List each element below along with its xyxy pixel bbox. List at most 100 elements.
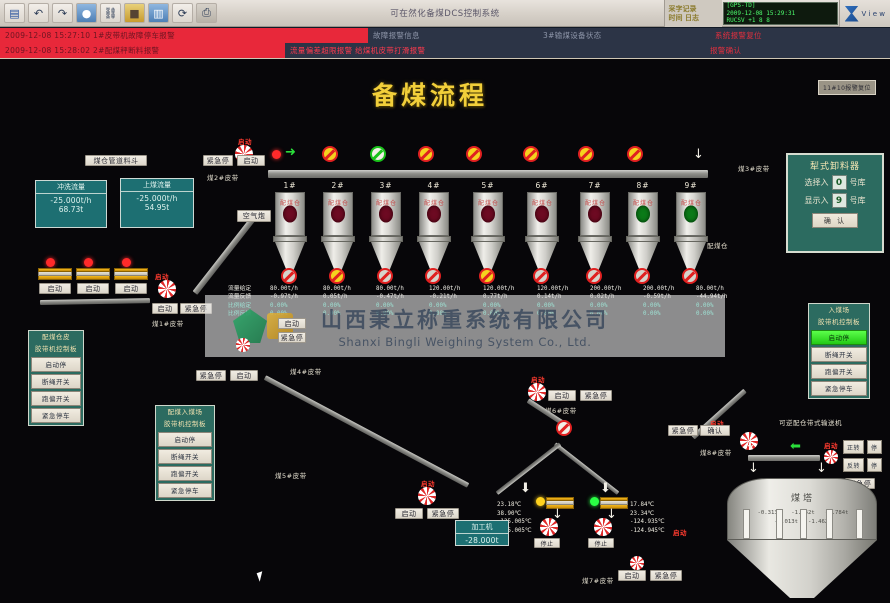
belt4-start-button[interactable]: 启动	[230, 370, 258, 381]
fan-icon-belt7[interactable]	[630, 556, 644, 570]
save-icon[interactable]: ▤	[4, 3, 25, 23]
plough-valve-3[interactable]	[418, 146, 434, 162]
mid-start-button[interactable]: 启动	[278, 318, 306, 329]
fan-icon-reversible[interactable]	[824, 450, 838, 464]
blend-bin-belt-start-button[interactable]: 启动停	[31, 356, 81, 372]
plough-valve-6[interactable]	[578, 146, 594, 162]
silo-7-level-indicator	[588, 205, 602, 223]
unloader-display-input[interactable]: 9	[831, 193, 847, 208]
left-start-button[interactable]: 启动	[152, 303, 178, 314]
alarm-ack-link[interactable]: 报警确认	[705, 43, 890, 58]
transfer-start-button[interactable]: 启动	[548, 390, 576, 401]
alarm-message-3[interactable]: 流量偏差超限报警 给煤机皮带打滑报警	[285, 43, 705, 58]
silo-1-gate-valve[interactable]	[281, 268, 297, 284]
unloader-confirm-button[interactable]: 确 认	[812, 213, 858, 228]
coal-yard-belt-start-button[interactable]: 启动停	[811, 329, 867, 345]
silo-4-collar	[417, 236, 451, 242]
unit-right-header	[600, 497, 628, 509]
silo-8-number: 8#	[636, 181, 650, 190]
splitter-valve[interactable]	[556, 420, 572, 436]
fan-icon-mid[interactable]	[236, 338, 250, 352]
silo-9[interactable]: 9# 配煤仓	[673, 181, 709, 270]
silo-3-gate-valve[interactable]	[377, 268, 393, 284]
feeder-1-start-button[interactable]: 启动	[39, 283, 71, 294]
fan-icon-transfer[interactable]	[528, 383, 546, 401]
silo-7[interactable]: 7# 配煤仓	[577, 181, 613, 270]
blend-yard-belt-rope-switch[interactable]: 断绳开关	[158, 448, 212, 464]
silo-1[interactable]: 1# 配煤仓	[272, 181, 308, 270]
silo-6-gate-valve[interactable]	[533, 268, 549, 284]
fan-icon-crusher[interactable]	[418, 487, 436, 505]
belt8-confirm-button[interactable]: 确认	[700, 425, 730, 436]
silo-5-gate-valve[interactable]	[479, 268, 495, 284]
coal-yard-belt-estop[interactable]: 紧急停车	[811, 380, 867, 396]
fan-icon-left[interactable]	[158, 280, 176, 298]
mid-stop-button[interactable]: 紧急停	[278, 332, 306, 343]
fan-icon-belt8[interactable]	[740, 432, 758, 450]
undo-icon[interactable]: ↶	[28, 3, 49, 23]
reversible-alarm-label: 启动	[824, 442, 838, 450]
belt8-estop-button[interactable]: 紧急停	[668, 425, 698, 436]
feeder-3-bot	[114, 276, 148, 280]
silo-2-gate-valve[interactable]	[329, 268, 345, 284]
reversible-forward-button[interactable]: 正转	[843, 440, 865, 454]
crusher-start-button[interactable]: 启动	[395, 508, 423, 519]
plough-valve-1[interactable]	[322, 146, 338, 162]
alarm-header-status[interactable]: 3#输煤设备状态	[538, 28, 710, 43]
silo-4[interactable]: 4# 配煤仓	[416, 181, 452, 270]
fan-icon-unit-right[interactable]	[594, 518, 612, 536]
unloader-select-input[interactable]: 0	[831, 175, 847, 190]
reversible-stop-button-1[interactable]: 停	[867, 440, 882, 454]
blend-bin-belt-drift-switch[interactable]: 跑偏开关	[31, 390, 81, 406]
silo-6[interactable]: 6# 配煤仓	[524, 181, 560, 270]
silo-8-gate-valve[interactable]	[634, 268, 650, 284]
alarm-message-1[interactable]: 2009-12-08 15:27:10 1#皮带机故障停车报警	[0, 28, 368, 43]
reversible-stop-button-2[interactable]: 停	[867, 458, 882, 472]
feeder-2-start-button[interactable]: 启动	[77, 283, 109, 294]
refresh-icon[interactable]: ⟳	[172, 3, 193, 23]
silo-8[interactable]: 8# 配煤仓	[625, 181, 661, 270]
coal-yard-belt-drift-switch[interactable]: 跑偏开关	[811, 363, 867, 379]
user-icon[interactable]: ●	[76, 3, 97, 23]
belt7-estop-button[interactable]: 紧急停	[650, 570, 682, 581]
stop-icon[interactable]: ■	[124, 3, 145, 23]
blend-yard-belt-start-button[interactable]: 启动停	[158, 431, 212, 447]
belt4-estop-button[interactable]: 紧急停	[196, 370, 226, 381]
alarm-message-2[interactable]: 2009-12-08 15:28:02 2#配煤秤断料报警	[0, 43, 285, 58]
redo-icon[interactable]: ↷	[52, 3, 73, 23]
print-icon[interactable]: ▥	[148, 3, 169, 23]
wash-flow-title: 冲洗流量	[36, 181, 106, 194]
fan-icon-unit-left[interactable]	[540, 518, 558, 536]
coal-yard-belt-rope-switch[interactable]: 断绳开关	[811, 346, 867, 362]
alarm-header-fault[interactable]: 故障报警信息	[368, 28, 538, 43]
blend-yard-belt-estop[interactable]: 紧急停车	[158, 482, 212, 498]
blend-bin-belt-rope-switch[interactable]: 断绳开关	[31, 373, 81, 389]
alarm-reset-link[interactable]: 系统报警复位	[710, 28, 890, 43]
silo-2[interactable]: 2# 配煤仓	[320, 181, 356, 270]
silo-5[interactable]: 5# 配煤仓	[470, 181, 506, 270]
alarm-reset-box[interactable]: 11#10报警复位	[818, 80, 876, 95]
blend-bin-belt-estop[interactable]: 紧急停车	[31, 407, 81, 423]
plough-valve-7[interactable]	[627, 146, 643, 162]
unit-left-stop-button[interactable]: 停止	[534, 538, 560, 548]
plough-valve-2[interactable]	[370, 146, 386, 162]
reversible-reverse-button[interactable]: 反转	[843, 458, 865, 472]
link-icon[interactable]: ⛓	[100, 3, 121, 23]
feeder-3-start-button[interactable]: 启动	[115, 283, 147, 294]
unit-right-stop-button[interactable]: 停止	[588, 538, 614, 548]
silo-4-gate-valve[interactable]	[425, 268, 441, 284]
tripper-start-button[interactable]: 启动	[237, 155, 265, 166]
blend-yard-belt-drift-switch[interactable]: 跑偏开关	[158, 465, 212, 481]
transfer-estop-button[interactable]: 紧急停	[580, 390, 612, 401]
tripper-estop-button[interactable]: 紧急停	[203, 155, 233, 166]
plough-valve-4[interactable]	[466, 146, 482, 162]
wash-flow-total: 68.73t	[58, 205, 84, 214]
belt7-start-button[interactable]: 启动	[618, 570, 646, 581]
silo-3[interactable]: 3# 配煤仓	[368, 181, 404, 270]
crusher-estop-button[interactable]: 紧急停	[427, 508, 459, 519]
silo-9-gate-valve[interactable]	[682, 268, 698, 284]
plough-valve-5[interactable]	[523, 146, 539, 162]
exit-icon[interactable]: ⎙	[196, 3, 217, 23]
silo-7-gate-valve[interactable]	[586, 268, 602, 284]
